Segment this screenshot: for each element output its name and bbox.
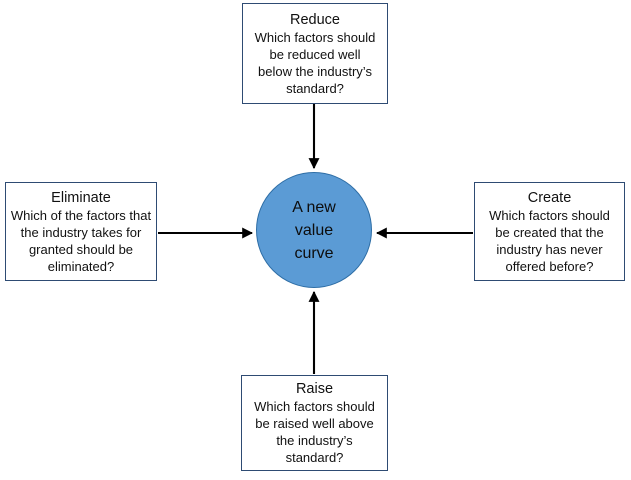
node-title-eliminate: Eliminate (51, 189, 111, 206)
node-body-reduce-line-3: below the industry’s (258, 63, 372, 79)
node-title-raise: Raise (295, 381, 334, 397)
node-body-reduce-line-2: be reduced well (269, 46, 361, 62)
center-circle-label: A new value curve (268, 196, 360, 265)
node-body-raise-line-3: the industry’s (276, 433, 353, 448)
center-label-line-3: curve (294, 244, 334, 262)
node-body-reduce-line-4: standard? (286, 80, 344, 96)
node-box-reduce[interactable]: Reduce Which factors should be reduced w… (242, 3, 388, 104)
node-box-eliminate[interactable]: Eliminate Which of the factors that the … (5, 182, 157, 281)
center-circle-new-value-curve[interactable]: A new value curve (256, 172, 372, 288)
node-body-eliminate-line-3: granted should be (28, 241, 134, 257)
node-body-reduce-line-1: Which factors should (254, 29, 376, 45)
node-title-create: Create (527, 189, 572, 206)
node-body-raise-line-1: Which factors should (254, 399, 375, 414)
node-box-create[interactable]: Create Which factors should be created t… (474, 182, 625, 281)
node-body-eliminate-line-4: eliminated? (47, 258, 115, 274)
center-label-line-1: A new (292, 198, 336, 216)
node-body-create-line-2: be created that the (495, 224, 604, 240)
node-box-raise[interactable]: Raise Which factors should be raised wel… (241, 375, 388, 471)
center-label-line-2: value (294, 221, 334, 239)
node-body-eliminate-line-1: Which of the factors that (10, 207, 152, 223)
node-body-create-line-1: Which factors should (489, 207, 610, 223)
node-body-raise-line-4: standard? (285, 450, 344, 465)
node-body-eliminate-line-2: the industry takes for (20, 224, 142, 240)
node-body-create-line-4: offered before? (505, 258, 594, 274)
node-title-reduce: Reduce (290, 11, 340, 28)
node-body-create-line-3: industry has never (496, 241, 603, 257)
node-body-raise-line-2: be raised well above (255, 416, 374, 431)
